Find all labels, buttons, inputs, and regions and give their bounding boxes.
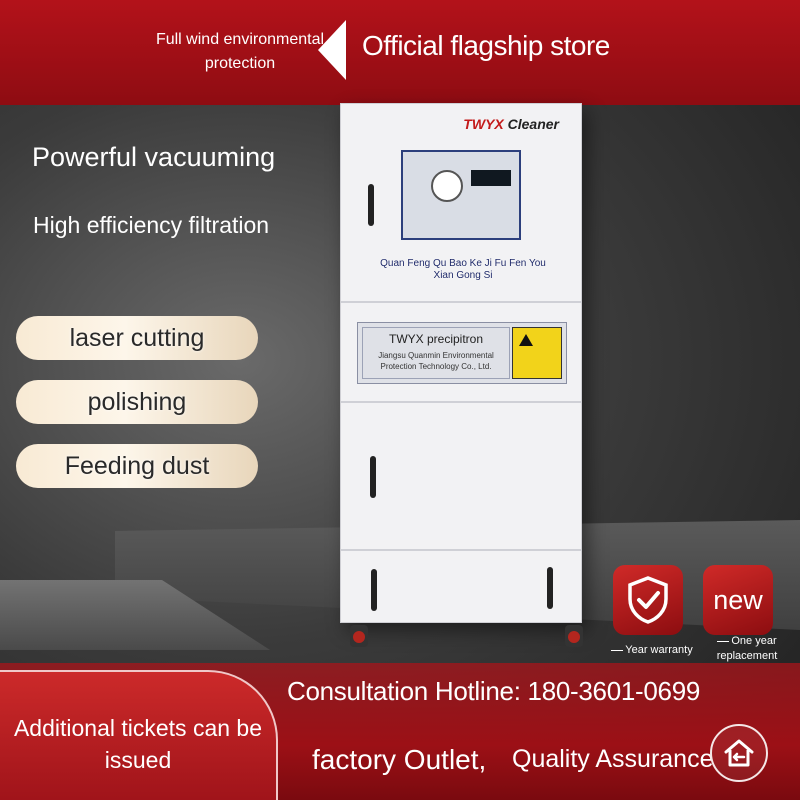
drawer-handle-icon bbox=[547, 567, 553, 609]
warning-label bbox=[512, 327, 562, 379]
top-banner bbox=[0, 0, 800, 105]
panel-caption: Quan Feng Qu Bao Ke Ji Fu Fen You Xian G… bbox=[380, 258, 546, 281]
home-button[interactable] bbox=[710, 724, 768, 782]
warranty-badge bbox=[613, 565, 683, 635]
control-panel: Quan Feng Qu Bao Ke Ji Fu Fen You Xian G… bbox=[380, 150, 546, 281]
lcd-display bbox=[471, 170, 511, 186]
feature-pill-feeding-dust: Feeding dust bbox=[16, 444, 258, 488]
banner-arrow-icon bbox=[318, 20, 346, 80]
tickets-panel: Additional tickets can be issued bbox=[0, 670, 278, 800]
door-handle-icon bbox=[368, 184, 374, 226]
new-label: new bbox=[713, 584, 763, 615]
divider bbox=[341, 301, 581, 303]
divider bbox=[341, 549, 581, 551]
shield-check-icon bbox=[628, 576, 668, 624]
top-banner-left-text: Full wind environmental protection bbox=[155, 31, 325, 72]
replacement-badge: new bbox=[703, 565, 773, 635]
brand-logo: TWYX Cleaner bbox=[463, 116, 559, 132]
home-icon bbox=[724, 739, 754, 767]
heading-filtration: High efficiency filtration bbox=[33, 212, 270, 238]
drawer-handle-icon bbox=[371, 569, 377, 611]
flagship-store-link[interactable]: Official flagship store bbox=[362, 30, 610, 61]
quality-assurance-text: Quality Assurance bbox=[512, 745, 714, 773]
door-handle-icon bbox=[370, 456, 376, 498]
warranty-caption: Year warranty bbox=[608, 643, 696, 658]
plate-title: TWYX precipitron bbox=[388, 332, 484, 346]
dust-collector-machine: TWYX Cleaner Quan Feng Qu Bao Ke Ji Fu F… bbox=[340, 103, 582, 623]
label-plate: TWYX precipitron Jiangsu Quanmin Environ… bbox=[357, 322, 567, 384]
feature-pill-laser-cutting: laser cutting bbox=[16, 316, 258, 360]
consultation-hotline[interactable]: Consultation Hotline: 180-3601-0699 bbox=[287, 676, 701, 706]
feature-pill-polishing: polishing bbox=[16, 380, 258, 424]
gauge-icon bbox=[431, 170, 463, 202]
caster-wheel-icon bbox=[350, 625, 368, 647]
divider bbox=[341, 401, 581, 403]
factory-outlet-text: factory Outlet, bbox=[312, 744, 487, 775]
plate-subtitle: Jiangsu Quanmin Environmental Protection… bbox=[378, 351, 494, 371]
replacement-caption: One year replacement bbox=[716, 635, 778, 662]
warning-icon bbox=[519, 334, 533, 346]
heading-vacuuming: Powerful vacuuming bbox=[32, 142, 276, 172]
caster-wheel-icon bbox=[565, 625, 583, 647]
